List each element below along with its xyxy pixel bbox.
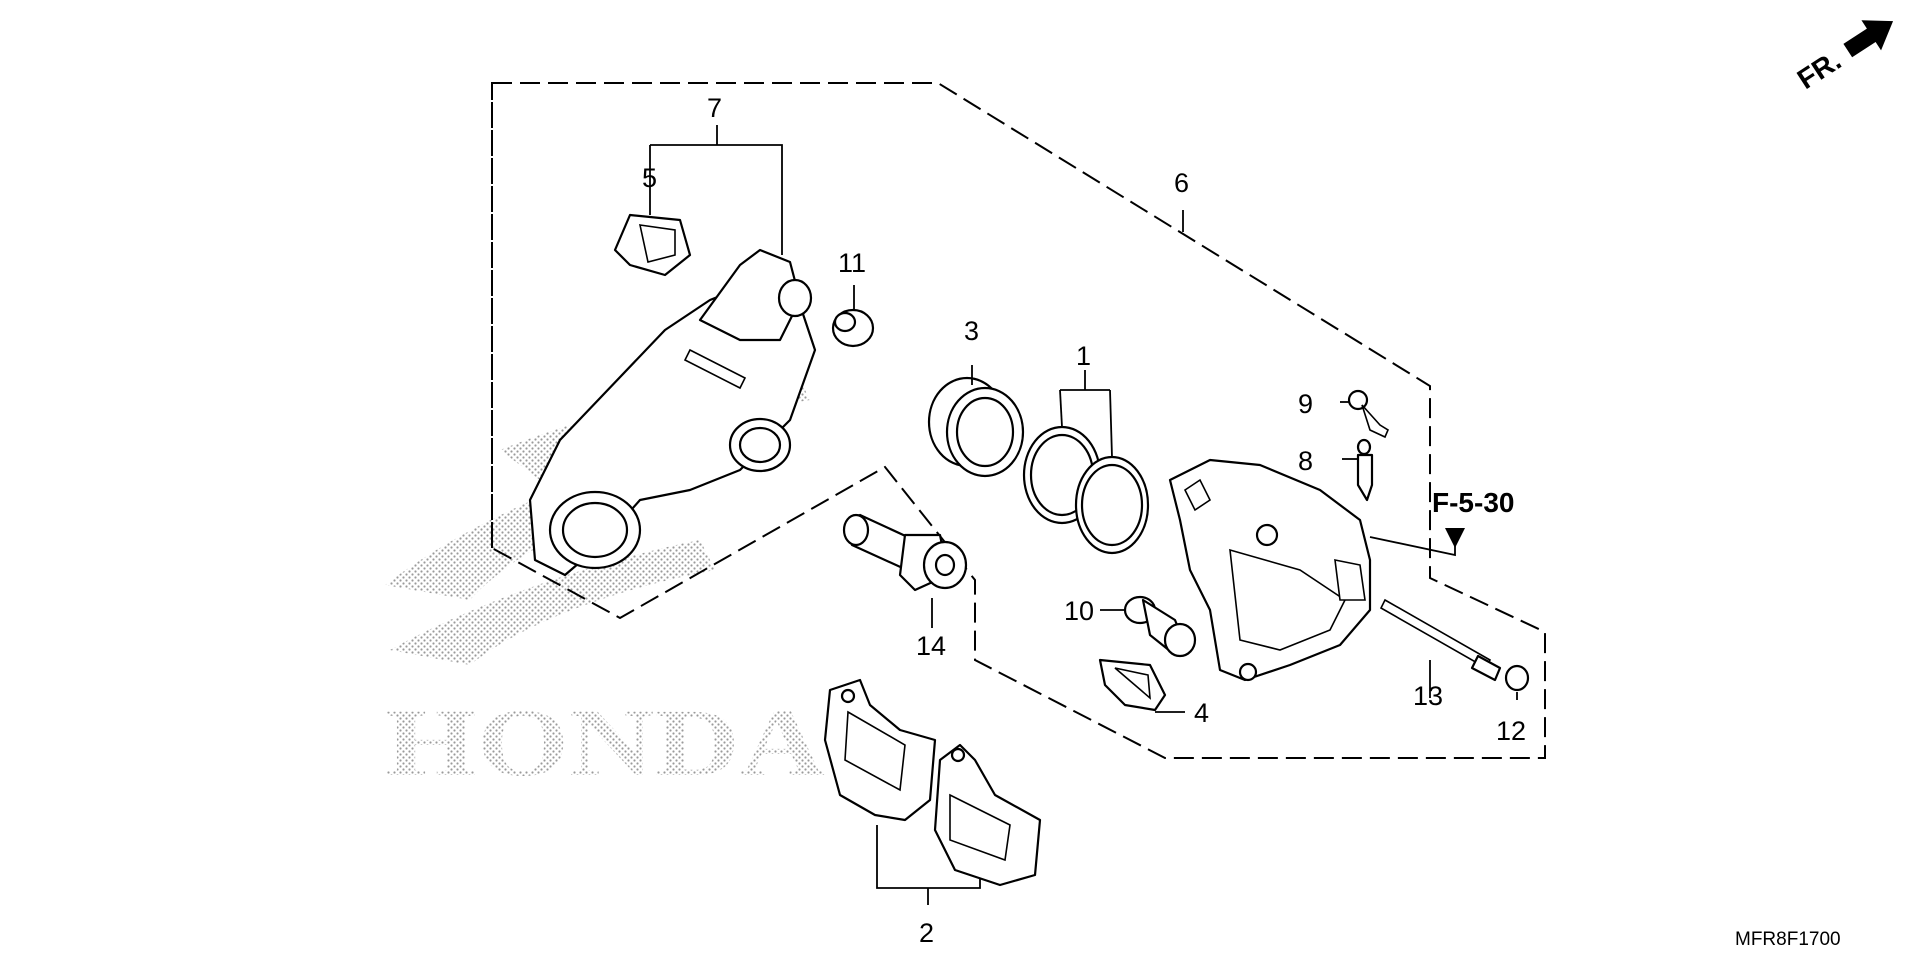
callout-7[interactable]: 7 <box>707 93 722 123</box>
callout-5[interactable]: 5 <box>642 163 657 193</box>
caliper-bracket[interactable] <box>528 248 817 577</box>
callout-3[interactable]: 3 <box>964 316 979 346</box>
callout-10[interactable]: 10 <box>1064 596 1094 626</box>
bleeder-cap[interactable] <box>1347 389 1390 439</box>
slide-pin[interactable] <box>842 513 968 592</box>
leader-lines <box>649 125 1518 905</box>
callout-11[interactable]: 11 <box>838 248 866 278</box>
brake-pad-set[interactable] <box>823 678 1042 887</box>
reference-arrow <box>1369 528 1465 557</box>
pad-retainer[interactable] <box>1098 658 1167 712</box>
piston-seal-set[interactable] <box>1022 425 1150 555</box>
callout-labels: 1 2 3 4 5 6 7 8 9 10 11 12 13 14 <box>642 93 1526 948</box>
reference-label[interactable]: F-5-30 <box>1432 487 1514 518</box>
pad-pin[interactable] <box>1379 598 1502 682</box>
diagram-code: MFR8F1700 <box>1735 929 1841 950</box>
caliper-assembly-outline <box>491 82 1546 759</box>
callout-1[interactable]: 1 <box>1076 341 1091 371</box>
arrow-icon <box>1843 20 1894 58</box>
front-direction-indicator: FR. <box>1792 20 1894 95</box>
callout-8[interactable]: 8 <box>1298 446 1313 476</box>
pin-bolt[interactable] <box>1123 595 1197 658</box>
callout-14[interactable]: 14 <box>916 631 946 661</box>
callout-13[interactable]: 13 <box>1413 681 1443 711</box>
bleeder-screw[interactable] <box>1356 438 1374 502</box>
callout-4[interactable]: 4 <box>1194 698 1209 728</box>
caliper-piston[interactable] <box>927 376 1025 478</box>
orientation-label: FR. <box>1792 44 1847 95</box>
callout-6[interactable]: 6 <box>1174 168 1189 198</box>
callout-9[interactable]: 9 <box>1298 389 1313 419</box>
pin-boot[interactable] <box>831 308 875 348</box>
caliper-body[interactable] <box>1168 458 1372 682</box>
pad-spring[interactable] <box>613 213 692 277</box>
pad-pin-plug[interactable] <box>1504 664 1530 692</box>
watermark-text: HONDA <box>385 689 825 796</box>
callout-12[interactable]: 12 <box>1496 716 1526 746</box>
callout-2[interactable]: 2 <box>919 918 934 948</box>
